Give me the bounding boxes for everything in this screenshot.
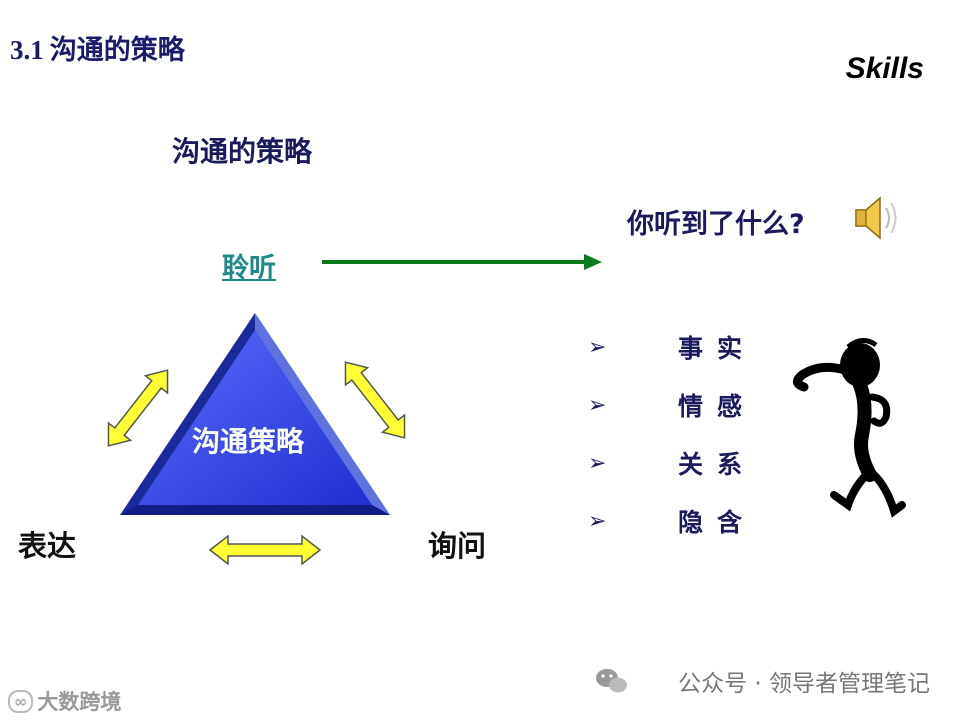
double-arrow-left	[107, 369, 169, 447]
double-arrow-bottom	[208, 534, 322, 566]
double-arrow-right	[344, 361, 406, 439]
wechat-account-text: 公众号 · 领导者管理笔记	[678, 671, 930, 697]
triangle-label: 沟通策略	[192, 425, 305, 458]
bullet-arrow-icon: ➢	[588, 450, 607, 476]
list-item-text: 情感	[678, 392, 757, 421]
wechat-icon	[596, 669, 627, 693]
bullet-arrow-icon: ➢	[588, 508, 607, 534]
section-number: 3.1	[10, 35, 44, 65]
list-item: ➢ 情感	[588, 376, 756, 434]
ask-label: 询问	[428, 529, 487, 563]
listening-figure-icon	[793, 338, 906, 518]
question-text: 你听到了什么?	[627, 209, 805, 240]
strategy-triangle	[120, 313, 390, 515]
listen-arrow	[322, 254, 602, 270]
bullet-arrow-icon: ➢	[588, 392, 607, 418]
list-item: ➢ 关系	[588, 434, 756, 492]
wechat-account-credit: 公众号 · 领导者管理笔记	[636, 664, 930, 698]
bullet-arrow-icon: ➢	[588, 334, 607, 360]
listening-points-list: ➢ 事实 ➢ 情感 ➢ 关系 ➢ 隐含	[588, 318, 756, 550]
list-item-text: 事实	[678, 334, 757, 363]
watermark-logo-icon: ∞	[8, 689, 34, 713]
list-item: ➢ 隐含	[588, 492, 756, 550]
watermark-text: 大数跨境	[37, 690, 122, 714]
list-item: ➢ 事实	[588, 318, 756, 376]
watermark: ∞ 大数跨境	[8, 686, 121, 716]
list-item-text: 关系	[678, 450, 757, 479]
list-item-text: 隐含	[678, 508, 757, 537]
section-title-text: 沟通的策略	[49, 35, 185, 66]
skills-label: Skills	[845, 52, 924, 85]
slide-subtitle: 沟通的策略	[172, 135, 313, 168]
listen-link[interactable]: 聆听	[222, 253, 276, 284]
express-label: 表达	[18, 529, 77, 563]
speaker-icon[interactable]	[855, 196, 897, 240]
